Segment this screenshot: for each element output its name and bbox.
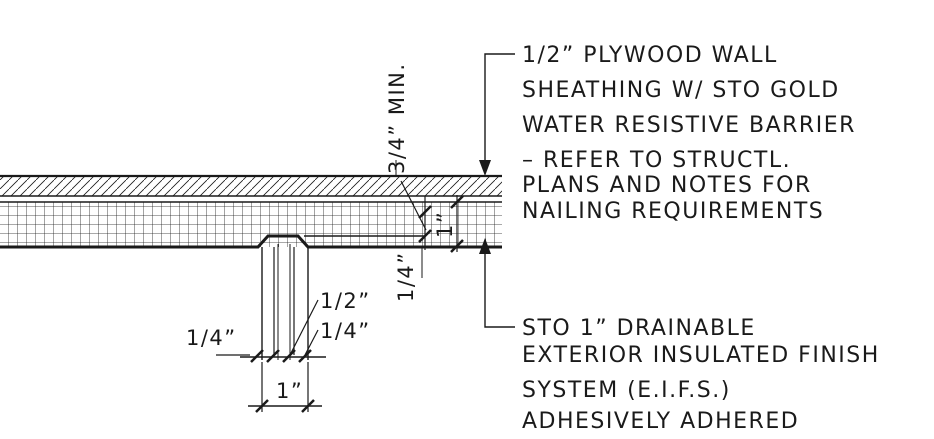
dim-quarter-vertical: 1/4” <box>394 251 418 302</box>
dim-quarter-left: 1/4” <box>186 326 237 350</box>
dim-three-quarter-min: 3/4” MIN. <box>385 62 409 174</box>
dim-one-inch-vertical: 1” <box>433 211 457 238</box>
dim-half-inch: 1/2” <box>320 289 371 313</box>
sheathing-callout-line-4: – REFER TO STRUCTL. <box>522 148 791 173</box>
vertical-dimension-lines <box>395 160 470 278</box>
dim-one-inch-bottom: 1” <box>276 379 303 403</box>
sheathing-callout-line-3: WATER RESISTIVE BARRIER <box>522 113 856 138</box>
plywood-sheathing-layer <box>0 174 502 197</box>
eifs-callout-line-4: ADHESIVELY ADHERED <box>522 409 799 434</box>
eifs-callout-line-1: STO 1” DRAINABLE <box>522 316 756 341</box>
eifs-callout: STO 1” DRAINABLE EXTERIOR INSULATED FINI… <box>522 316 888 434</box>
sheathing-callout: 1/2” PLYWOOD WALL SHEATHING W/ STO GOLD … <box>522 43 864 224</box>
dim-quarter-right: 1/4” <box>320 319 371 343</box>
bottom-dimension-lines <box>216 299 326 413</box>
sheathing-callout-line-5: PLANS AND NOTES FOR <box>522 173 812 198</box>
sheathing-callout-line-1: 1/2” PLYWOOD WALL <box>522 43 778 68</box>
eifs-callout-line-3: SYSTEM (E.I.F.S.) <box>522 378 731 403</box>
eifs-callout-line-2: EXTERIOR INSULATED FINISH <box>522 343 880 368</box>
finish-joint-projection <box>261 235 424 360</box>
sheathing-callout-line-2: SHEATHING W/ STO GOLD <box>522 78 840 103</box>
callout-leaders <box>479 53 515 328</box>
insulation-board-layer <box>0 201 502 249</box>
sheathing-callout-line-6: NAILING REQUIREMENTS <box>522 199 824 224</box>
